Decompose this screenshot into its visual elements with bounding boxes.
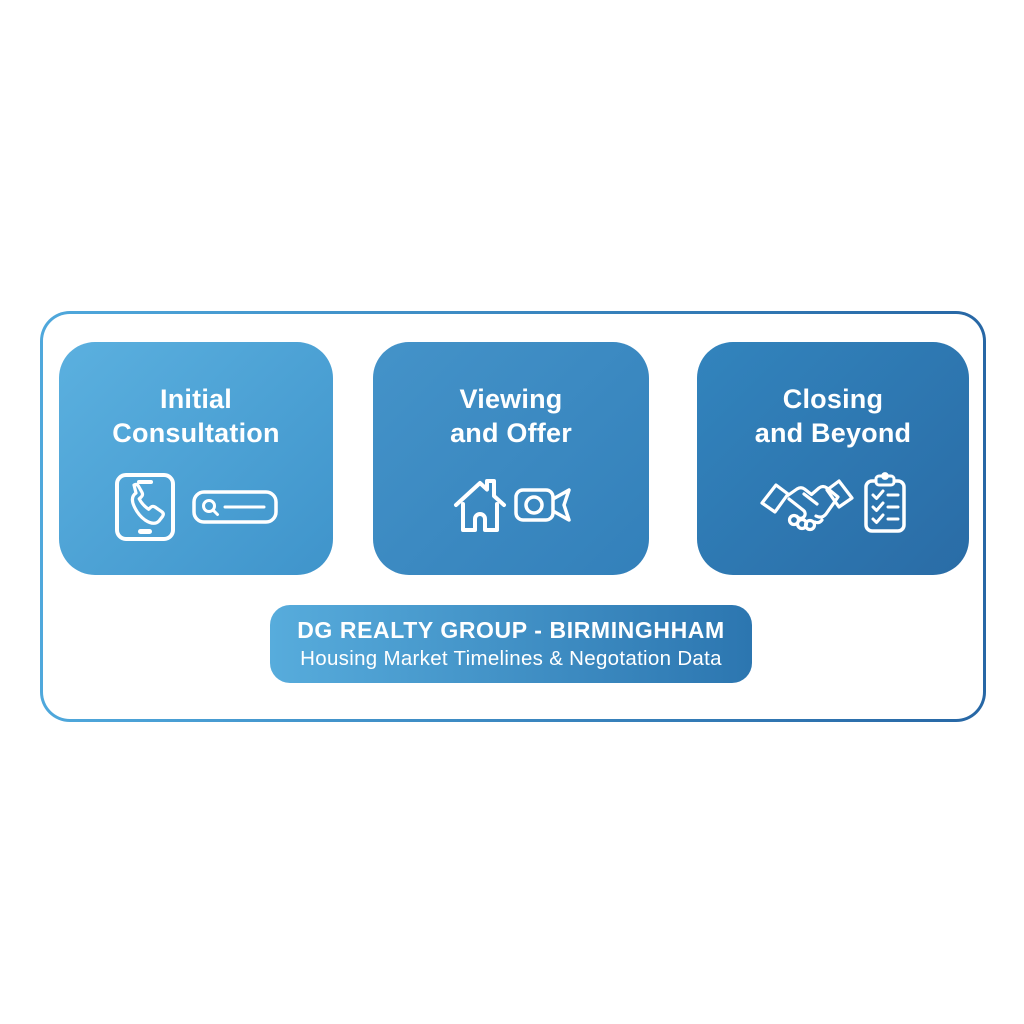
card-title-line1: Closing — [782, 384, 884, 414]
banner-title: DG REALTY GROUP - BIRMINGHHAM — [297, 617, 725, 643]
video-camera-icon — [514, 483, 572, 527]
card-icons — [450, 472, 572, 538]
handshake-icon — [759, 472, 855, 534]
card-title: Initial Consultation — [112, 382, 279, 450]
card-title-line1: Viewing — [459, 384, 563, 414]
card-title: Viewing and Offer — [450, 382, 572, 450]
search-bar-icon — [192, 490, 278, 524]
stage-card-closing-and-beyond: Closing and Beyond — [697, 342, 969, 575]
phone-call-smartphone-icon — [114, 472, 176, 542]
card-icons — [759, 472, 907, 534]
card-title-line2: and Offer — [450, 418, 572, 448]
card-icons — [114, 472, 278, 542]
card-title-line2: Consultation — [112, 418, 280, 448]
stage-card-viewing-and-offer: Viewing and Offer — [373, 342, 649, 575]
card-title: Closing and Beyond — [755, 382, 912, 450]
outer-frame: Initial Consultation — [40, 311, 986, 722]
stage-card-initial-consultation: Initial Consultation — [59, 342, 333, 575]
card-title-line2: and Beyond — [754, 418, 912, 448]
company-banner: DG REALTY GROUP - BIRMINGHHAM Housing Ma… — [270, 605, 752, 683]
house-icon — [450, 472, 510, 538]
checklist-clipboard-icon — [863, 472, 907, 534]
card-title-line1: Initial — [160, 384, 232, 414]
banner-subtitle: Housing Market Timelines & Negotation Da… — [300, 647, 722, 670]
outer-frame-inner: Initial Consultation — [43, 314, 983, 719]
